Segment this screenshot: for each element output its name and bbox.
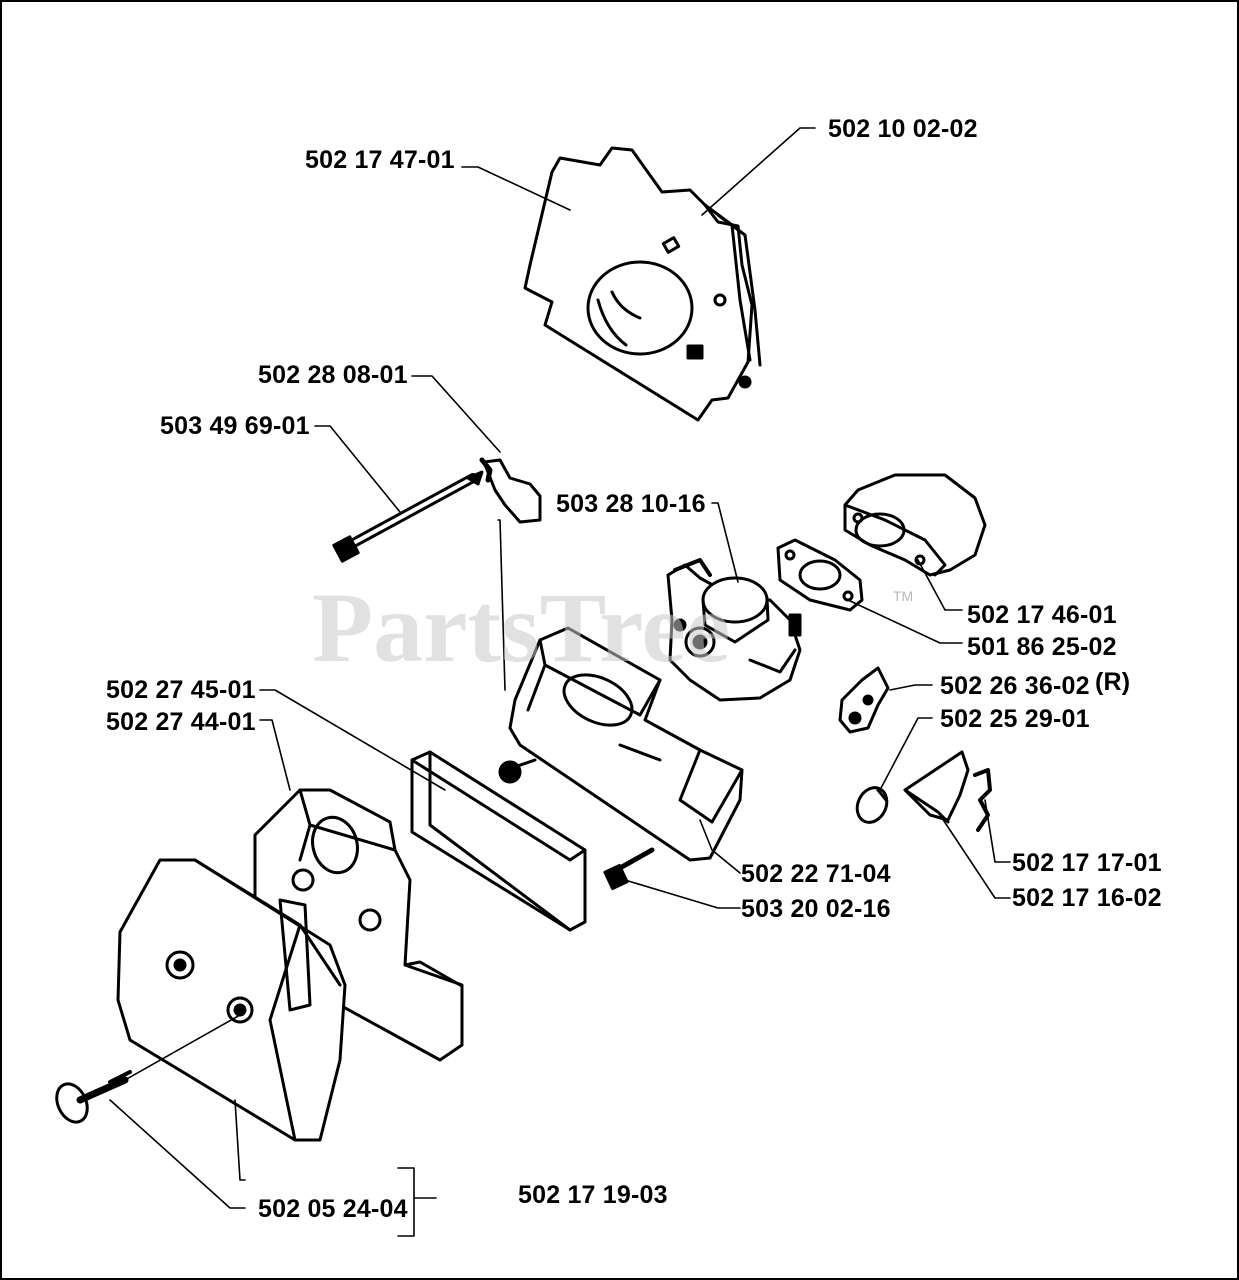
part-label-intake-manifold: 502 17 46-01 [967,601,1117,629]
part-label-choke-bracket: 502 17 16-02 [1012,884,1162,912]
part-label-heat-shield-gasket: 502 10 02-02 [828,115,978,143]
air-filter-cover [116,858,347,1142]
carburetor-gasket [776,538,864,612]
intake-manifold [843,473,987,577]
part-label-filter-large: 502 27 44-01 [106,708,256,736]
screw-small [603,847,655,891]
carburetor [666,558,802,702]
small-spring [973,768,992,832]
part-label-gasket: 501 86 25-02 [967,633,1117,661]
part-label-screw: 503 20 02-16 [741,895,891,923]
part-label-spring-ring: 502 25 29-01 [940,705,1090,733]
part-label-r-suffix: (R) [1095,668,1131,696]
part-label-spring: 502 17 17-01 [1012,849,1162,877]
part-label-kit: 502 17 19-03 [518,1181,668,1209]
watermark-text: PartsTree [312,572,731,683]
part-label-heat-shield: 502 17 47-01 [305,146,455,174]
part-label-bolt: 503 49 69-01 [160,412,310,440]
throttle-lever [838,666,890,734]
part-label-carburetor: 503 28 10-16 [556,490,706,518]
air-filter-holder [498,626,744,862]
trademark-mark: TM [893,588,914,604]
part-label-filter-holder: 502 22 71-04 [741,860,891,888]
leader-lines [109,127,1011,1237]
part-label-filter-small: 502 27 45-01 [106,676,256,704]
bracket-clip [479,457,542,524]
choke-bracket [903,750,970,824]
part-label-bracket: 502 28 08-01 [258,361,408,389]
filter-element-small [410,750,587,932]
bolt-long [332,470,484,563]
spring-ring [855,786,889,824]
part-label-throttle-lever: 502 26 36-02 [940,672,1090,700]
part-label-cover: 502 05 24-04 [258,1195,408,1223]
cover-knob-screw [55,1070,132,1124]
heat-shield-plate [523,146,762,422]
